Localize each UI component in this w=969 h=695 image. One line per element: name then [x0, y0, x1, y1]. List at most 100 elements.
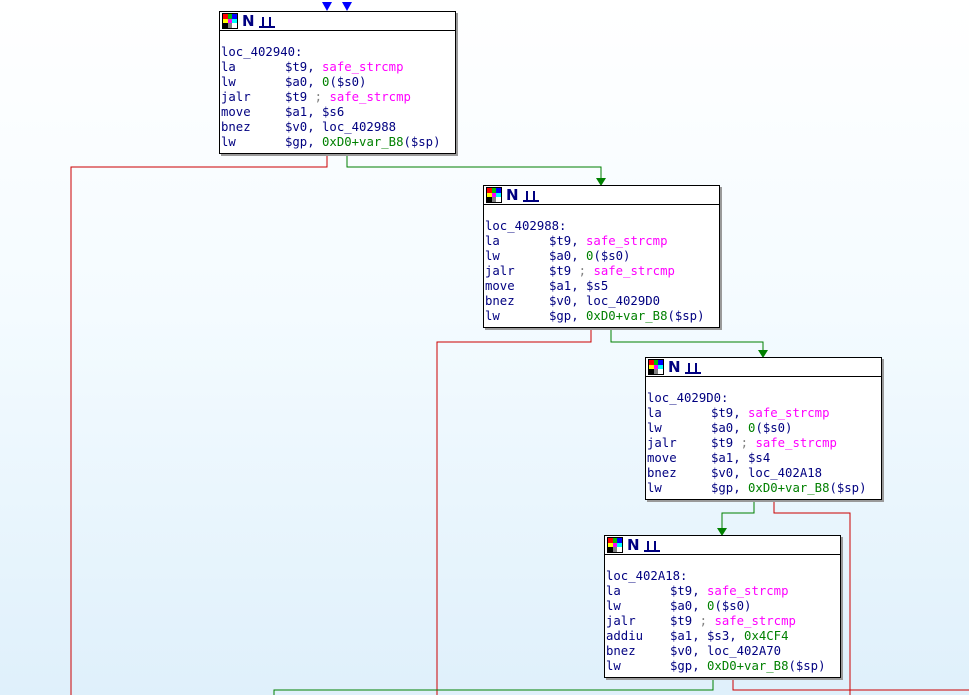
colorgrid-icon[interactable]	[222, 13, 238, 29]
instruction-line[interactable]: move$a1, $s5	[485, 279, 719, 294]
instruction-line[interactable]: lw $gp, 0xD0+var_B8($sp)	[485, 309, 719, 324]
n-icon[interactable]: N	[242, 12, 255, 30]
function-ref[interactable]: safe_strcmp	[714, 614, 796, 628]
instruction-line[interactable]: jalr$t9 ; safe_strcmp	[221, 90, 455, 105]
operand: ($sp)	[667, 309, 705, 323]
instruction-line[interactable]: bnez $v0, loc_402A70	[606, 644, 840, 659]
mnemonic: move	[485, 279, 515, 293]
operand: $t9,	[670, 584, 708, 598]
instruction-line[interactable]: lw$gp, 0xD0+var_B8($sp)	[647, 481, 881, 496]
function-ref[interactable]: safe_strcmp	[707, 584, 789, 598]
mnemonic: jalr	[485, 264, 515, 278]
instruction-line[interactable]: lw$a0, 0($s0)	[485, 249, 719, 264]
comment-marker: ;	[699, 614, 715, 628]
n-icon[interactable]: N	[627, 536, 640, 554]
mnemonic: move	[221, 105, 251, 119]
numeric-operand: 0xD0+var_B8	[322, 135, 404, 149]
block-header: N	[220, 12, 455, 31]
mnemonic: lw	[647, 421, 662, 435]
mnemonic: move	[647, 451, 677, 465]
mnemonic: bnez	[647, 466, 677, 480]
numeric-operand: 0xD0+var_B8	[707, 659, 789, 673]
mnemonic: bnez	[606, 644, 636, 658]
true-edge-block4	[273, 676, 714, 695]
true-edge-1-2	[346, 152, 602, 178]
mnemonic: jalr	[647, 436, 677, 450]
operand: $t9	[711, 436, 741, 450]
mnemonic: lw	[221, 135, 236, 149]
operand: $v0, loc_402A70	[670, 644, 782, 658]
instruction-line[interactable]: bnez$v0, loc_4029D0	[485, 294, 719, 309]
function-ref[interactable]: safe_strcmp	[593, 264, 675, 278]
true-edge-arrow-2	[596, 178, 606, 186]
colorgrid-icon[interactable]	[486, 187, 502, 203]
instruction-line[interactable]: bnez$v0, loc_402988	[221, 120, 455, 135]
colorgrid-icon[interactable]	[607, 537, 623, 553]
true-edge-arrow-3	[758, 350, 768, 358]
operand: $t9	[285, 90, 315, 104]
instruction-line[interactable]: la$t9, safe_strcmp	[221, 60, 455, 75]
operand: $t9	[549, 264, 579, 278]
graph-icon[interactable]	[684, 360, 701, 374]
operand: ($s0)	[593, 249, 631, 263]
entry-arrow-1	[322, 2, 332, 11]
instruction-line[interactable]: lw$gp, 0xD0+var_B8($sp)	[221, 135, 455, 150]
graph-icon[interactable]	[522, 188, 539, 202]
false-edge-block3	[773, 498, 851, 695]
operand: ($sp)	[829, 481, 867, 495]
colorgrid-icon[interactable]	[648, 359, 664, 375]
instruction-line[interactable]: jalr $t9 ; safe_strcmp	[485, 264, 719, 279]
operand: $a0,	[670, 599, 708, 613]
instruction-line[interactable]: lw$a0, 0($s0)	[221, 75, 455, 90]
operand: ($sp)	[403, 135, 441, 149]
block-label[interactable]: loc_402940:	[221, 45, 303, 59]
operand: $a0,	[285, 75, 323, 89]
function-ref[interactable]: safe_strcmp	[586, 234, 668, 248]
graph-icon[interactable]	[258, 14, 275, 28]
mnemonic: lw	[485, 309, 500, 323]
instruction-line[interactable]: jalr$t9 ; safe_strcmp	[647, 436, 881, 451]
numeric-operand: 0xD0+var_B8	[586, 309, 668, 323]
instruction-line[interactable]: bnez$v0, loc_402A18	[647, 466, 881, 481]
graph-icon[interactable]	[643, 538, 660, 552]
function-ref[interactable]: safe_strcmp	[329, 90, 411, 104]
operand: $gp,	[549, 309, 587, 323]
mnemonic: la	[485, 234, 500, 248]
function-ref[interactable]: safe_strcmp	[755, 436, 837, 450]
n-icon[interactable]: N	[668, 358, 681, 376]
mnemonic: lw	[606, 659, 621, 673]
mnemonic: lw	[221, 75, 236, 89]
instruction-line[interactable]: lw$a0, 0($s0)	[606, 599, 840, 614]
instruction-line[interactable]: la$t9, safe_strcmp	[647, 406, 881, 421]
false-edge-block1	[70, 152, 328, 695]
instruction-line[interactable]: la$t9, safe_strcmp	[606, 584, 840, 599]
operand: $gp,	[670, 659, 708, 673]
instruction-line[interactable]: lw$gp, 0xD0+var_B8($sp)	[606, 659, 840, 674]
mnemonic: bnez	[221, 120, 251, 134]
n-icon[interactable]: N	[506, 186, 519, 204]
instruction-line[interactable]: move$a1, $s6	[221, 105, 455, 120]
instruction-line[interactable]: addiu$a1, $s3, 0x4CF4	[606, 629, 840, 644]
mnemonic: jalr	[221, 90, 251, 104]
instruction-line[interactable]: lw $a0, 0($s0)	[647, 421, 881, 436]
comment-marker: ;	[578, 264, 594, 278]
instruction-line[interactable]: jalr$t9 ; safe_strcmp	[606, 614, 840, 629]
function-ref[interactable]: safe_strcmp	[322, 60, 404, 74]
function-ref[interactable]: safe_strcmp	[748, 406, 830, 420]
true-edge-3-4	[721, 498, 755, 528]
block-label[interactable]: loc_402988:	[485, 219, 567, 233]
mnemonic: jalr	[606, 614, 636, 628]
numeric-operand: 0	[748, 421, 756, 435]
operand: $a0,	[711, 421, 749, 435]
instruction-line[interactable]: move$a1, $s4	[647, 451, 881, 466]
block-label[interactable]: loc_4029D0:	[647, 391, 729, 405]
block-label[interactable]: loc_402A18:	[606, 569, 688, 583]
instruction-line[interactable]: la$t9, safe_strcmp	[485, 234, 719, 249]
operand: ($s0)	[755, 421, 793, 435]
